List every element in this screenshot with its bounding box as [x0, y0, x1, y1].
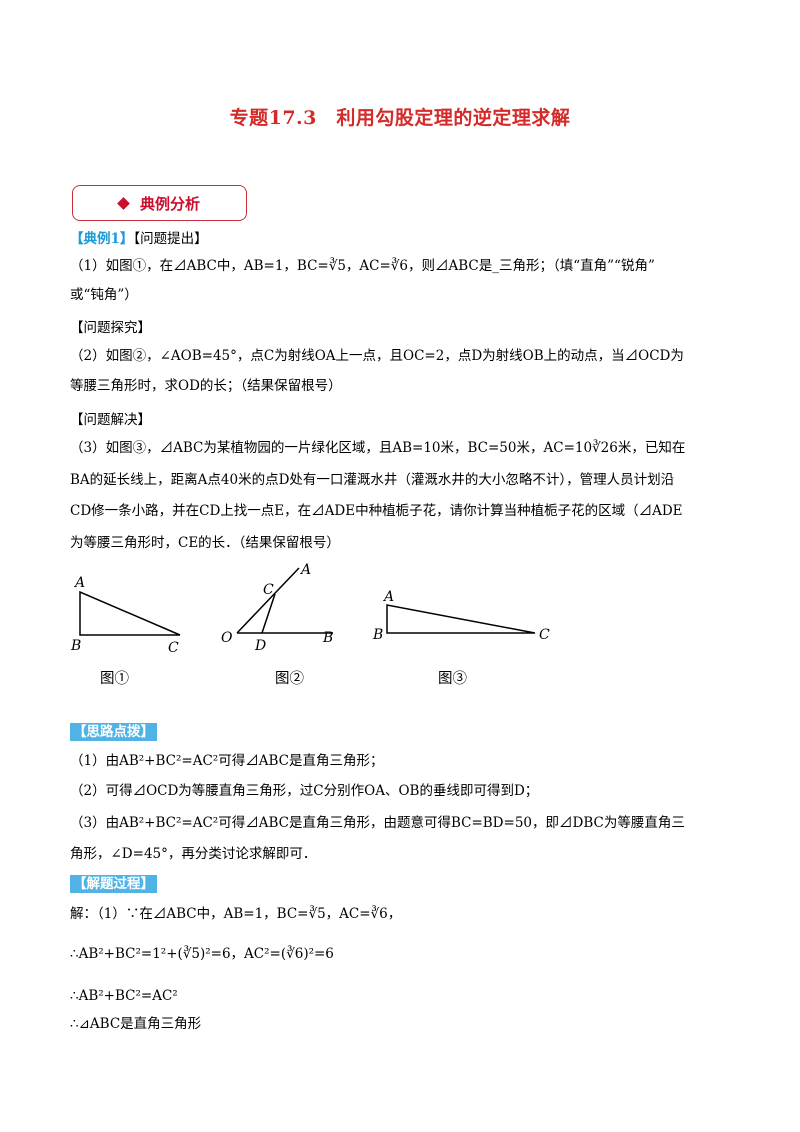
figure-3-caption: 图③ — [438, 671, 467, 687]
label-c: C — [263, 582, 274, 598]
diamond-icon — [117, 196, 130, 210]
label-a: A — [299, 562, 311, 578]
hints-tag: 【思路点拨】 — [70, 723, 157, 741]
solution-step-3: ∴AB²+BC²=AC² — [70, 988, 178, 1004]
hint-3-line-2: 角形，∠D=45°，再分类讨论求解即可． — [70, 846, 317, 862]
solution-step-2: ∴AB²+BC²=1²+(∛5)²=6，AC²=(∛6)²=6 — [70, 946, 334, 962]
question-1-line-1: （1）如图①，在⊿ABC中，AB=1，BC=∛5，AC=∛6，则⊿ABC是_三角… — [70, 258, 655, 274]
segment-cd — [261, 593, 276, 634]
question-3-line-4: 为等腰三角形时，CE的长．（结果保留根号） — [70, 535, 340, 551]
question-3-line-2: BA的延长线上，距离A点40米的点D处有一口灌溉水井（灌溉水井的大小忽略不计），… — [70, 472, 675, 488]
hint-2: （2）可得⊿OCD为等腰直角三角形，过C分别作OA、OB的垂线即可得到D； — [70, 783, 539, 799]
label-c: C — [539, 627, 550, 643]
example-tag: 【典例1】 — [70, 231, 134, 247]
label-a: A — [73, 575, 85, 591]
hint-3-line-1: （3）由AB²+BC²=AC²可得⊿ABC是直角三角形，由题意可得BC=BD=5… — [70, 815, 685, 831]
question-1-line-2: 或“钝角”） — [70, 287, 138, 303]
solution-header: 【解题过程】 — [70, 874, 157, 894]
solution-tag: 【解题过程】 — [70, 875, 157, 893]
solve-tag: 【问题解决】 — [70, 412, 151, 428]
section-label: 典例分析 — [139, 194, 200, 213]
hint-1: （1）由AB²+BC²=AC²可得⊿ABC是直角三角形； — [70, 753, 384, 769]
question-3-line-3: CD修一条小路，并在CD上找一点E，在⊿ADE中种植栀子花，请你计算当种植栀子花… — [70, 503, 683, 519]
label-b: B — [372, 627, 383, 643]
solution-step-4: ∴⊿ABC是直角三角形 — [70, 1016, 202, 1032]
question-tag: 【问题提出】 — [133, 231, 208, 247]
label-a: A — [382, 589, 394, 605]
ray-oa — [236, 567, 300, 634]
question-2-line-1: （2）如图②，∠AOB=45°，点C为射线OA上一点，且OC=2，点D为射线OB… — [70, 348, 684, 364]
section-header: 典例分析 — [72, 185, 247, 221]
question-3-line-1: （3）如图③，⊿ABC为某植物园的一片绿化区域，且AB=10米，BC=50米，A… — [70, 440, 686, 456]
figure-1: A B C — [70, 575, 181, 656]
label-b: B — [70, 638, 81, 654]
figure-3: A B C — [372, 589, 550, 643]
figure-2-caption: 图② — [275, 671, 304, 687]
label-b: B — [322, 630, 333, 646]
label-d: D — [254, 638, 266, 654]
figure-2: A C O D B — [221, 562, 333, 654]
solution-step-1: 解：（1）∵在⊿ABC中，AB=1，BC=∛5，AC=∛6， — [70, 906, 402, 922]
hints-header: 【思路点拨】 — [70, 722, 157, 742]
explore-tag: 【问题探究】 — [70, 320, 151, 336]
question-2-line-2: 等腰三角形时，求OD的长；（结果保留根号） — [70, 378, 342, 394]
triangle-abc — [386, 604, 536, 634]
label-c: C — [168, 640, 179, 656]
figure-1-caption: 图① — [100, 671, 129, 687]
triangle-abc — [79, 590, 181, 636]
page-title: 专题17.3 利用勾股定理的逆定理求解 — [229, 107, 571, 129]
label-o: O — [221, 630, 233, 646]
example-header: 【典例1】【问题提出】 — [70, 229, 208, 249]
